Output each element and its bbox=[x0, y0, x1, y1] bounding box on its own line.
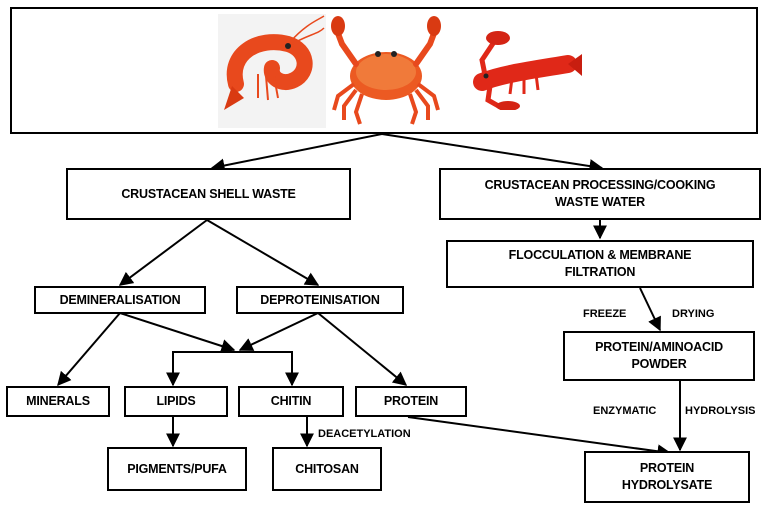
label-drying: DRYING bbox=[672, 308, 715, 320]
node-protein-powder: PROTEIN/AMINOACID POWDER bbox=[563, 331, 755, 381]
arrow-to-demineralisation bbox=[118, 219, 208, 286]
arrow-to-protein-powder bbox=[639, 287, 661, 332]
label-freeze: FREEZE bbox=[583, 308, 627, 320]
node-minerals: MINERALS bbox=[6, 386, 110, 417]
arrow-deprot-to-protein bbox=[317, 312, 408, 386]
node-lipids: LIPIDS bbox=[124, 386, 228, 417]
node-demineralisation: DEMINERALISATION bbox=[34, 286, 206, 314]
arrow-to-deproteinisation bbox=[206, 219, 320, 286]
node-shell-waste: CRUSTACEAN SHELL WASTE bbox=[66, 168, 351, 220]
node-hydrolysate: PROTEIN HYDROLYSATE bbox=[584, 451, 750, 503]
node-processing-water: CRUSTACEAN PROCESSING/COOKING WASTE WATE… bbox=[439, 168, 761, 220]
arrow-to-shell-waste bbox=[210, 133, 383, 173]
label-enzymatic: ENZYMATIC bbox=[593, 405, 657, 417]
node-flocculation: FLOCCULATION & MEMBRANE FILTRATION bbox=[446, 240, 754, 288]
arrow-demin-to-split bbox=[119, 312, 236, 353]
node-protein: PROTEIN bbox=[355, 386, 467, 417]
arrow-demin-to-minerals bbox=[57, 312, 121, 387]
node-pigments: PIGMENTS/PUFA bbox=[107, 447, 247, 491]
lobster-image bbox=[473, 31, 582, 110]
label-hydrolysis: HYDROLYSIS bbox=[685, 405, 756, 417]
node-chitosan: CHITOSAN bbox=[272, 447, 382, 491]
label-deacetylation: DEACETYLATION bbox=[318, 428, 411, 440]
arrow-deprot-to-split bbox=[238, 312, 319, 351]
arrow-to-processing-water bbox=[381, 133, 604, 173]
crab-image bbox=[331, 16, 441, 125]
split-bracket bbox=[172, 351, 293, 385]
node-chitin: CHITIN bbox=[238, 386, 344, 417]
shrimp-image bbox=[218, 14, 326, 128]
node-deproteinisation: DEPROTEINISATION bbox=[236, 286, 404, 314]
arrow-protein-to-hydrolysate bbox=[407, 416, 672, 459]
